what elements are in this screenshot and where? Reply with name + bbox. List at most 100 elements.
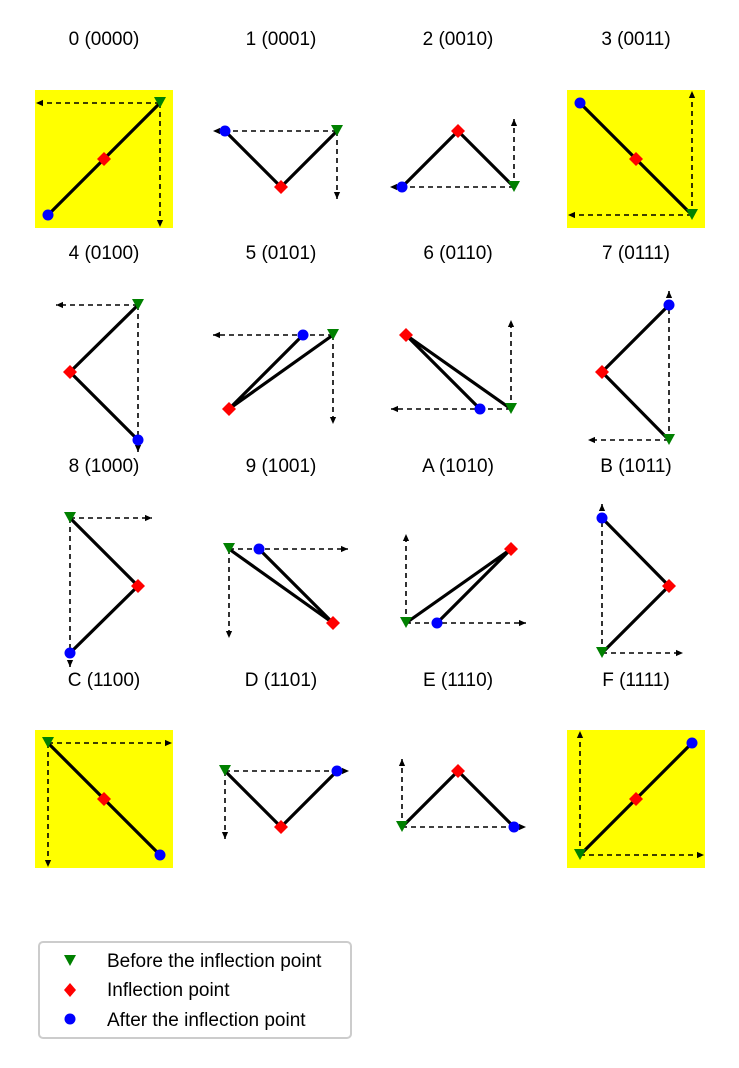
trajectory-line xyxy=(67,303,140,442)
panel-title: 4 (0100) xyxy=(69,243,140,264)
inflection-point-marker xyxy=(63,365,77,379)
circle-icon xyxy=(64,1013,76,1025)
after-point-marker xyxy=(396,181,408,193)
triangle-down-icon xyxy=(64,955,76,966)
after-point-marker xyxy=(431,617,443,629)
panel-5: 5 (0101) xyxy=(213,243,339,424)
inflection-point-marker xyxy=(326,616,340,630)
legend-frame xyxy=(38,941,352,1039)
inflection-point-marker xyxy=(451,124,465,138)
trajectory-line xyxy=(404,333,512,411)
inflection-point-marker xyxy=(629,152,643,166)
before-point-marker xyxy=(132,299,144,310)
inflection-point-marker xyxy=(274,820,288,834)
panels-grid: 0 (0000) 1 (0001) 2 (0010) 3 (0011) 4 (0100)… xyxy=(35,29,705,868)
after-point-marker xyxy=(154,849,166,861)
before-point-marker xyxy=(508,181,520,192)
legend-item-after: After the inflection point xyxy=(64,1010,306,1031)
before-point-marker xyxy=(331,125,343,136)
panel-title: 1 (0001) xyxy=(246,29,317,50)
panel-title: 2 (0010) xyxy=(423,29,494,50)
after-point-marker xyxy=(574,97,586,109)
panel-11: B (1011) xyxy=(596,456,683,658)
panel-title: 9 (1001) xyxy=(246,456,317,477)
after-point-marker xyxy=(253,543,265,555)
before-point-marker xyxy=(223,543,235,554)
inflection-point-marker xyxy=(274,180,288,194)
inflection-point-marker xyxy=(97,792,111,806)
after-point-marker xyxy=(297,329,309,341)
panel-title: F (1111) xyxy=(602,670,670,691)
before-point-marker xyxy=(574,849,586,860)
panel-title: 6 (0110) xyxy=(423,243,492,264)
legend-item-inflection: Inflection point xyxy=(64,980,230,1001)
after-point-marker xyxy=(596,512,608,524)
before-point-marker xyxy=(663,434,675,445)
before-point-marker xyxy=(505,403,517,414)
panel-title: E (1110) xyxy=(423,670,493,691)
panel-title: 8 (1000) xyxy=(69,456,140,477)
legend: Before the inflection point Inflection p… xyxy=(38,941,352,1039)
trajectory-line xyxy=(400,128,516,189)
panel-10: A (1010) xyxy=(400,456,526,629)
inflection-point-marker xyxy=(504,542,518,556)
panel-14: E (1110) xyxy=(396,670,526,833)
before-point-marker xyxy=(219,765,231,776)
after-point-marker xyxy=(686,737,698,749)
panel-1: 1 (0001) xyxy=(213,29,343,199)
panel-7: 7 (0111) xyxy=(588,243,675,445)
panel-title: 3 (0011) xyxy=(601,29,670,50)
trajectory-line xyxy=(68,516,141,655)
before-point-marker xyxy=(396,821,408,832)
legend-item-before: Before the inflection point xyxy=(64,951,322,972)
panel-title: 5 (0101) xyxy=(246,243,317,264)
legend-label-before: Before the inflection point xyxy=(107,951,322,972)
trajectory-line xyxy=(600,516,672,655)
panel-title: B (1011) xyxy=(600,456,671,477)
panel-3: 3 (0011) xyxy=(567,29,705,228)
trajectory-line xyxy=(405,547,513,625)
after-point-marker xyxy=(132,434,144,446)
after-point-marker xyxy=(663,299,675,311)
inflection-point-marker xyxy=(662,579,676,593)
before-point-marker xyxy=(400,617,412,628)
panel-13: D (1101) xyxy=(219,670,349,839)
after-point-marker xyxy=(331,765,343,777)
after-point-marker xyxy=(42,209,54,221)
after-point-marker xyxy=(508,821,520,833)
after-point-marker xyxy=(474,403,486,415)
inflection-point-marker xyxy=(222,402,236,416)
panel-9: 9 (1001) xyxy=(223,456,348,638)
inflection-point-marker xyxy=(595,365,609,379)
panel-title: C (1100) xyxy=(68,670,141,691)
trajectory-line xyxy=(223,129,339,190)
trajectory-line xyxy=(599,303,671,442)
panel-title: 7 (0111) xyxy=(602,243,670,264)
panel-8: 8 (1000) xyxy=(64,456,152,667)
trajectory-line xyxy=(400,768,516,829)
panel-0: 0 (0000) xyxy=(35,29,173,228)
before-point-marker xyxy=(327,329,339,340)
before-point-marker xyxy=(686,209,698,220)
inflection-point-marker xyxy=(451,764,465,778)
inflection-point-marker xyxy=(629,792,643,806)
before-point-marker xyxy=(154,97,166,108)
panel-12: C (1100) xyxy=(35,670,173,868)
legend-label-after: After the inflection point xyxy=(107,1010,306,1031)
inflection-point-marker xyxy=(399,328,413,342)
legend-label-inflection: Inflection point xyxy=(107,980,230,1001)
panel-title: D (1101) xyxy=(245,670,318,691)
trajectory-line xyxy=(223,769,339,830)
trajectory-line xyxy=(227,333,334,411)
before-point-marker xyxy=(64,512,76,523)
after-point-marker xyxy=(64,647,76,659)
diamond-icon xyxy=(64,983,76,997)
before-point-marker xyxy=(596,647,608,658)
inflection-point-marker xyxy=(97,152,111,166)
panel-6: 6 (0110) xyxy=(391,243,517,415)
panel-title: A (1010) xyxy=(422,456,494,477)
after-point-marker xyxy=(219,125,231,137)
inflection-point-marker xyxy=(131,579,145,593)
trajectory-line xyxy=(228,547,335,625)
